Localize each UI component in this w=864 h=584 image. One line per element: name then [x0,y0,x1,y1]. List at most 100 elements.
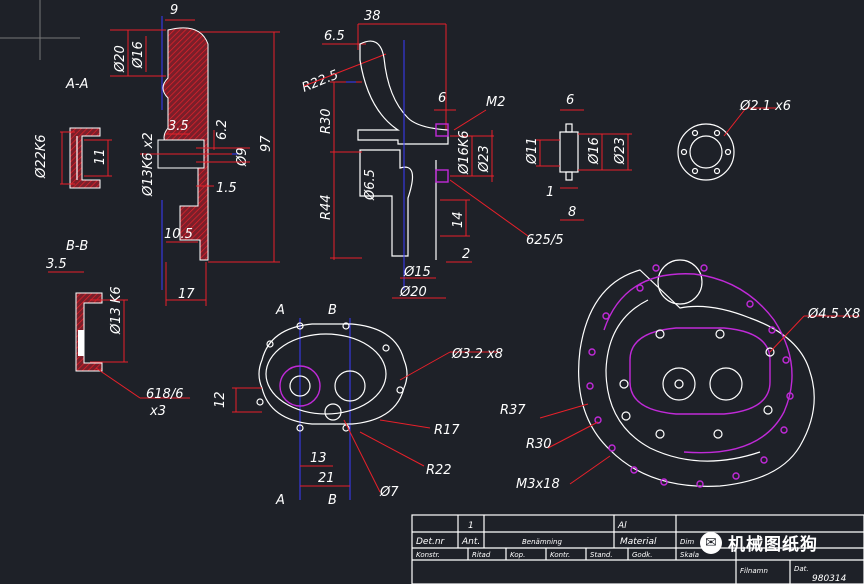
gear-bore-b [334,370,366,402]
dim-x3: x3 [149,404,166,419]
dim-6: 6 [438,91,446,106]
dim-10-5: 10.5 [164,227,193,242]
cover-large-view: Ø4.5 X8 R37 R30 M3x18 [500,259,860,492]
tb-material-code: Al [617,521,627,531]
dim-2-1-x6: Ø2.1 x6 [739,99,791,114]
pump-lower-profile [359,149,414,257]
dim-17: 17 [178,287,195,302]
ring-inner [689,135,723,169]
dim-20: Ø20 [113,45,128,73]
dim-p7: Ø7 [379,485,399,500]
tb-ritad: Ritad [472,551,491,559]
dim-r17: R17 [434,423,460,438]
hole-ring-view [677,107,776,181]
housing-side-section: 9 Ø20 Ø16 Ø13K6 x2 3.5 6.2 Ø9 1.5 10.5 1… [110,3,280,306]
dim-s1: 1 [546,185,554,200]
tb-kontr: Kontr. [550,551,570,559]
dim-9-dia: Ø9 [235,147,250,167]
shaft-body [559,131,579,173]
tb-kop: Kop. [510,551,525,559]
dim-13k6x2: Ø13K6 x2 [141,132,156,197]
tb-konstr: Konstr. [416,551,440,559]
cover-top-boss [657,259,703,305]
dim-m3x18: M3x18 [516,477,560,492]
dim-p12: 12 [213,391,228,408]
tb-ant: Ant. [461,537,480,547]
dim-p3-2-x8: Ø3.2 x8 [451,347,503,362]
title-block-frame [411,514,864,584]
title-block: 1 Al Det.nr Ant. Benämning Material Dim … [411,514,864,584]
dim-6-5: 6.5 [324,29,345,44]
section-aa-label: A-A [65,77,88,92]
tb-dat: Dat. [794,565,809,573]
dim-1-5: 1.5 [216,181,237,196]
small-shaft-view: 6 Ø11 Ø16 Ø23 1 8 [525,93,632,221]
dim-20-dia: Ø20 [399,285,427,300]
marker-a-top: A [275,303,285,318]
dim-97: 97 [259,135,274,152]
section-aa-view: A-A Ø22K6 11 [34,77,112,189]
dim-9: 9 [170,3,178,18]
dim-13k6: Ø13 K6 [109,286,124,335]
dim-bb-3-5: 3.5 [46,257,67,272]
dim-h4-5-x8: Ø4.5 X8 [807,307,860,322]
dim-r37: R37 [500,403,526,418]
dim-14: 14 [451,211,466,228]
cover-gear-cavity [629,327,771,415]
dim-6-2: 6.2 [215,119,230,140]
tb-skala: Skala [680,551,699,559]
tb-qty: 1 [468,521,474,531]
pump-upper-profile [357,40,449,145]
dim-s11: Ø11 [525,137,540,165]
marker-a-bottom: A [275,493,285,508]
pump-front-outline [258,323,408,425]
tb-material: Material [620,537,657,547]
dim-s8: 8 [568,205,576,220]
dim-r30-cover: R30 [526,437,552,452]
cover-outer [578,269,815,487]
dim-m2: M2 [486,95,506,110]
dim-11: 11 [93,148,108,165]
pump-profile-view: 38 6.5 R22.5 R30 R44 6 M2 Ø16K6 Ø23 Ø6.5… [300,9,564,300]
watermark: ✉ 机械图纸狗 [700,530,818,555]
dim-s16: Ø16 [587,137,602,165]
dim-3-5: 3.5 [168,119,189,134]
dim-s23: Ø23 [613,137,628,165]
tb-godk: Godk. [632,551,652,559]
ring-outer [677,123,735,181]
cover-inner-arc [605,299,761,462]
dim-2: 2 [462,247,470,262]
dim-6-5-dia: Ø6.5 [363,169,378,201]
dim-p21: 21 [318,471,335,486]
section-bb-view: B-B 3.5 Ø13 K6 618/6 x3 [46,239,190,419]
dim-38: 38 [364,9,381,24]
dim-625-5: 625/5 [526,233,563,248]
dim-r30: R30 [319,108,334,134]
pump-front-view: A B A B 12 13 21 Ø3.2 x8 R17 R22 Ø7 [213,303,503,508]
dim-22k6: Ø22K6 [34,134,49,179]
watermark-text: 机械图纸狗 [728,535,818,555]
tb-drawing-no: 980314 [812,574,847,584]
tb-dim: Dim [680,538,694,546]
dim-r22: R22 [426,463,452,478]
marker-b-top: B [328,303,337,318]
dim-16: Ø16 [131,41,146,69]
dim-p13: 13 [310,451,327,466]
dim-s6: 6 [566,93,574,108]
dim-15-dia: Ø15 [403,265,431,280]
dim-r44: R44 [319,194,334,220]
dim-23: Ø23 [477,145,492,173]
cover-seal-groove [603,273,793,454]
tb-benamning: Benämning [522,538,562,546]
gear-bore-a [279,365,321,407]
tb-det-nr: Det.nr [416,537,446,547]
tb-filnamn: Filnamn [740,567,768,575]
tb-stand: Stand. [590,551,613,559]
section-bb-label: B-B [66,239,88,254]
dim-16k6: Ø16K6 [457,130,472,175]
marker-b-bottom: B [328,493,337,508]
dim-618-6: 618/6 [146,387,183,402]
wechat-icon: ✉ [700,531,722,554]
crosshair-cursor [0,0,80,60]
